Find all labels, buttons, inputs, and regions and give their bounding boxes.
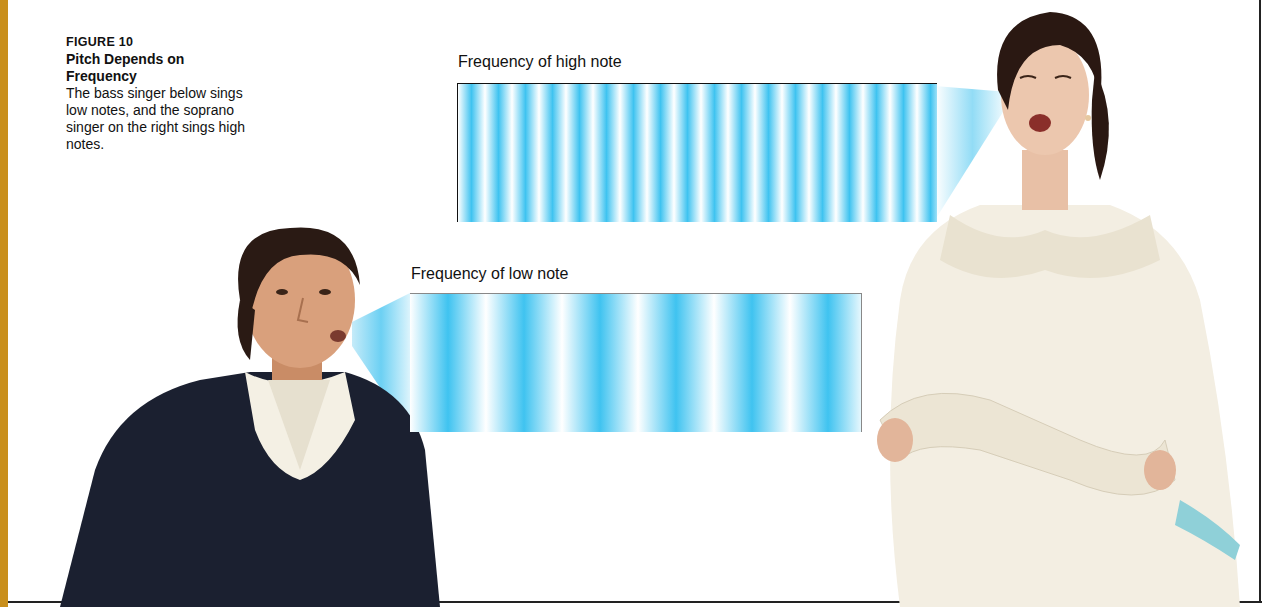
band-heading: Frequency of high note: [455, 52, 622, 72]
low-frequency-band: Frequency of low note: [408, 264, 862, 432]
band-heading: Frequency of low note: [408, 264, 568, 284]
wave-stripes: [457, 83, 937, 222]
page-right-rule: [1259, 0, 1261, 603]
wave-stripes: [410, 293, 862, 432]
figure-caption-block: FIGURE 10Pitch Depends on FrequencyThe b…: [66, 34, 248, 153]
sound-cone: [935, 86, 1008, 220]
figure-caption: The bass singer below sings low notes, a…: [66, 85, 248, 153]
bass-singer: [60, 227, 440, 607]
high-frequency-band: Frequency of high note: [455, 52, 937, 222]
figure-title: Pitch Depends on Frequency: [66, 51, 248, 85]
page-edge-bar: [0, 0, 8, 607]
figure-number: FIGURE 10: [66, 34, 248, 51]
